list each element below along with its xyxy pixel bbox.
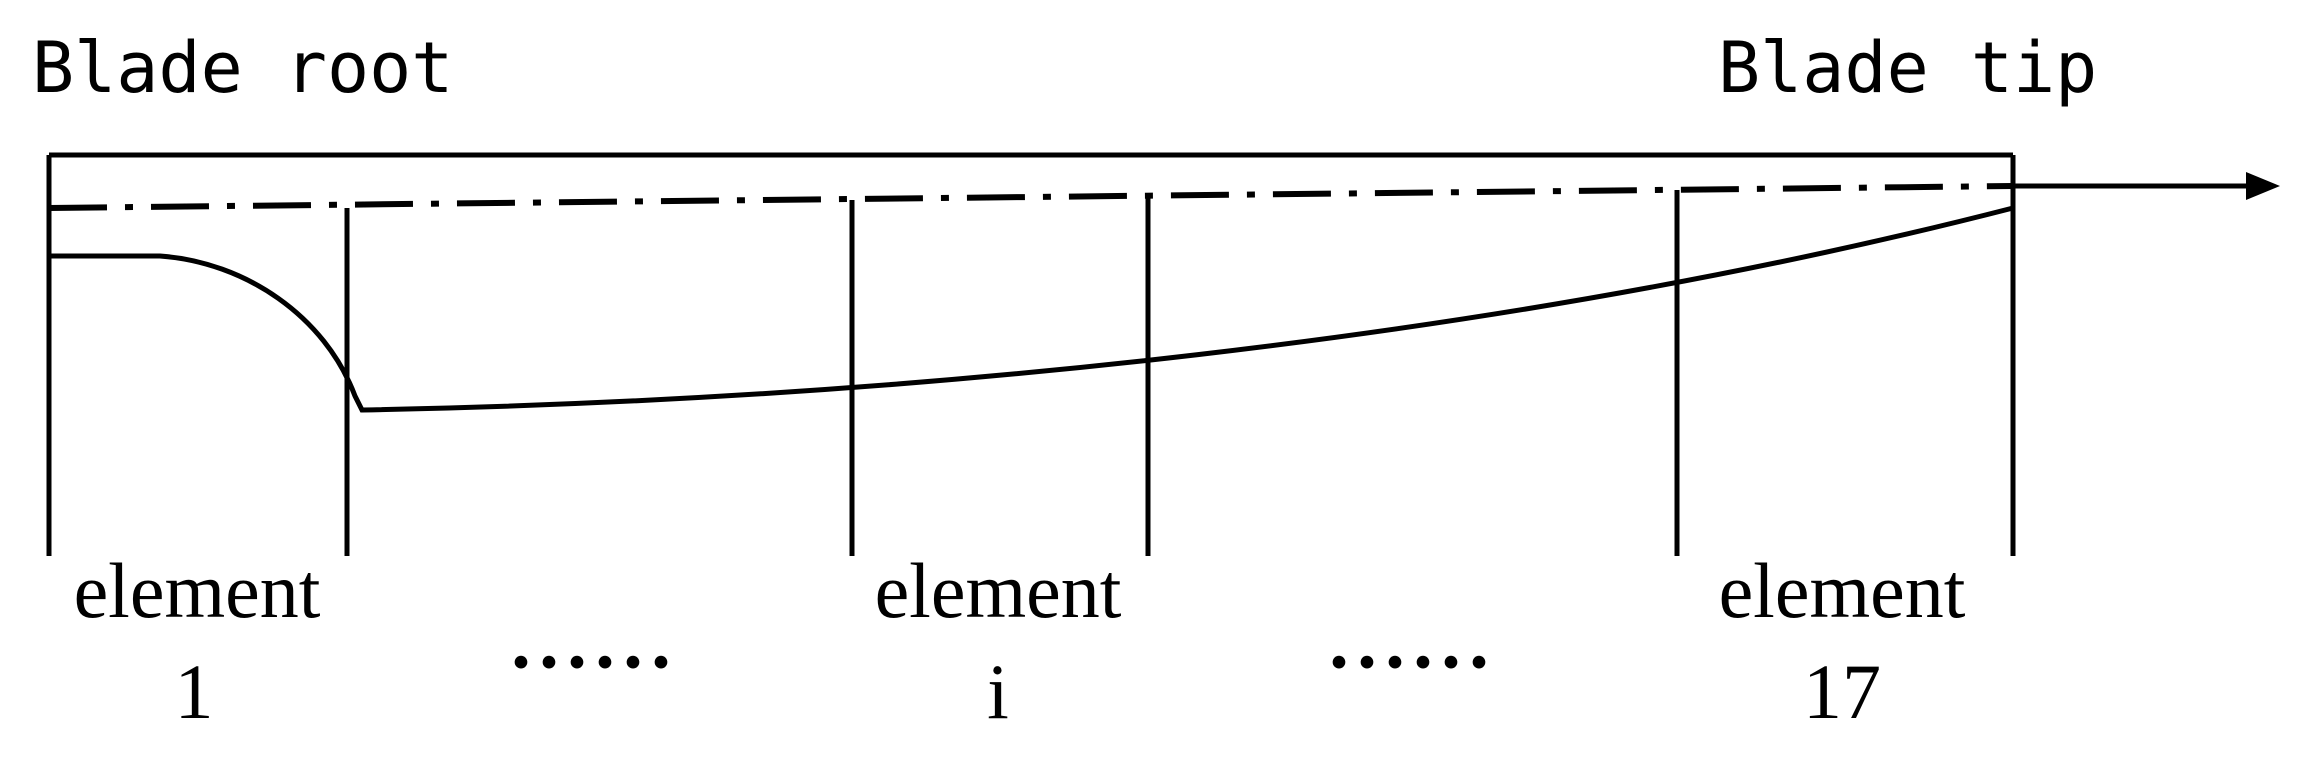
ellipsis-left: ······	[508, 618, 676, 705]
element-17-word: element	[1719, 547, 1966, 634]
element-1-word: element	[74, 547, 321, 634]
element-i-word: element	[875, 547, 1122, 634]
ellipsis-right: ······	[1326, 618, 1494, 705]
blade-root-label: Blade root	[32, 27, 453, 109]
blade-axis-line	[48, 183, 2014, 211]
axis-arrow-head	[2246, 172, 2280, 200]
element-i-number: i	[987, 648, 1009, 735]
element-17-number: 17	[1803, 648, 1881, 735]
blade-tip-label: Blade tip	[1718, 27, 2097, 109]
element-1-number: 1	[175, 648, 214, 735]
blade-lower-contour	[49, 205, 2014, 413]
